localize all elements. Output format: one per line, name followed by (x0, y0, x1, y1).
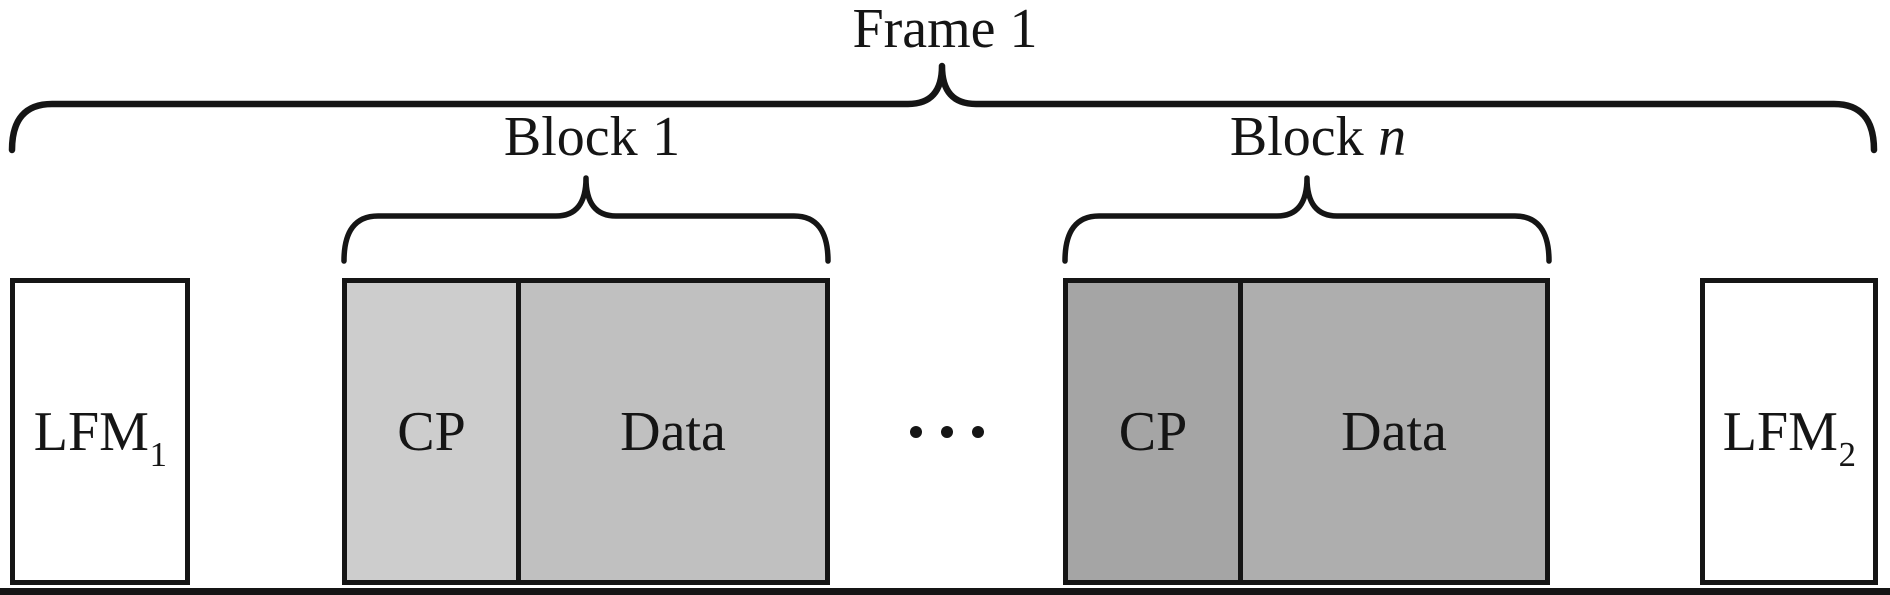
frame-label-text: Frame 1 (852, 0, 1038, 60)
block-n-label-prefix: Block (1229, 106, 1364, 168)
block-n-box: CP Data (1063, 278, 1550, 585)
block-n-data-label: Data (1341, 400, 1447, 463)
ellipsis-dot (940, 425, 953, 438)
lfm2-label: LFM2 (1722, 400, 1856, 472)
lfm2-box: LFM2 (1700, 278, 1878, 585)
block-1-label-index: 1 (652, 106, 681, 168)
block-1-cp-label: CP (397, 400, 466, 463)
block-n-label-index: n (1378, 106, 1407, 168)
block-n-data-cell: Data (1243, 283, 1545, 580)
block-n-cp-cell: CP (1068, 283, 1238, 580)
lfm1-box: LFM1 (10, 278, 190, 585)
ellipsis-dot (909, 425, 922, 438)
block-1-label-prefix: Block (503, 106, 638, 168)
block-1-cp-cell: CP (347, 283, 516, 580)
block-1-box: CP Data (342, 278, 830, 585)
lfm1-label-base: LFM (33, 400, 149, 463)
frame-label: Frame 1 (852, 0, 1037, 59)
block-n-brace (1062, 175, 1552, 264)
lfm1-label-subscript: 1 (149, 434, 167, 474)
block-n-cp-label: CP (1118, 400, 1188, 463)
time-axis-baseline (0, 588, 1890, 595)
lfm2-label-subscript: 2 (1838, 434, 1856, 474)
block-n-divider (1238, 283, 1243, 580)
block-1-data-cell: Data (521, 283, 825, 580)
continuation-ellipsis-icon (830, 278, 1063, 585)
frame-brace (8, 62, 1878, 154)
block-1-brace (341, 175, 831, 264)
lfm1-label: LFM1 (33, 400, 167, 472)
block-1-divider (516, 283, 521, 580)
block-1-data-label: Data (620, 400, 726, 463)
lfm2-label-base: LFM (1722, 400, 1838, 463)
ellipsis-dot (971, 425, 984, 438)
